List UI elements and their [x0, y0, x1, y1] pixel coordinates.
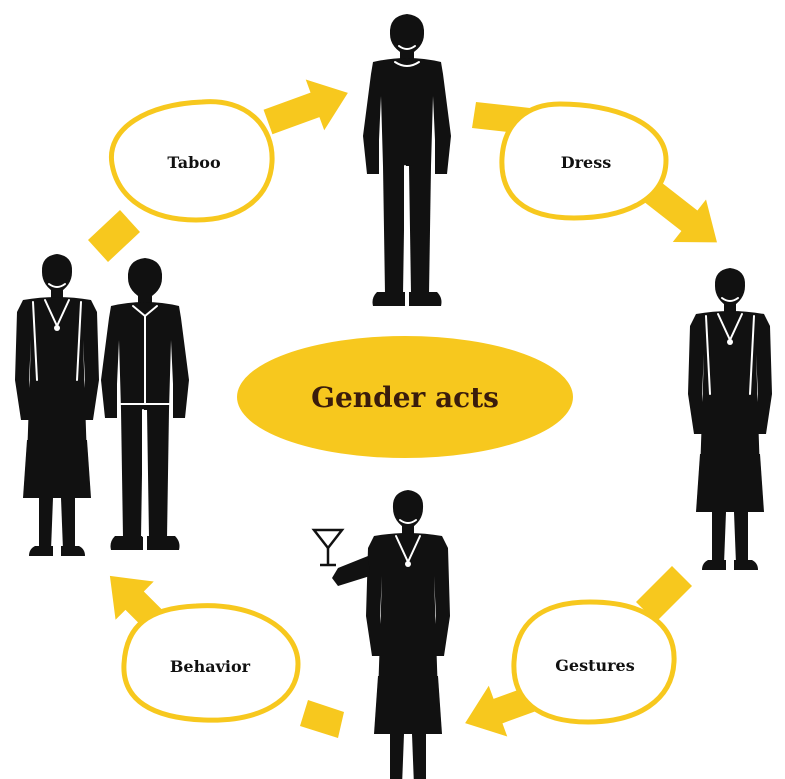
center-label: Gender acts [311, 381, 499, 414]
man-in-dress-figure [688, 268, 772, 570]
label-gestures: Gestures [555, 656, 635, 675]
bubble-gestures [511, 599, 677, 725]
arrow-figure-to-gestures [636, 566, 692, 622]
bubble-behavior [121, 603, 301, 723]
bubble-dress [499, 101, 669, 221]
step-dress: Dress [499, 101, 669, 221]
arrow-taboo-in [88, 210, 140, 262]
pair-man [101, 258, 189, 550]
man-and-man-in-dress-pair [15, 254, 189, 556]
man-figure [363, 14, 451, 306]
man-in-dress-with-cocktail-figure [332, 490, 450, 779]
pair-man-in-dress [15, 254, 99, 556]
center-ellipse [237, 336, 573, 458]
label-behavior: Behavior [170, 657, 251, 676]
label-dress: Dress [561, 153, 612, 172]
bubble-taboo [108, 99, 275, 223]
label-taboo: Taboo [167, 153, 221, 172]
step-taboo: Taboo [108, 99, 275, 223]
step-gestures: Gestures [511, 599, 677, 725]
cocktail-glass-icon [311, 528, 345, 567]
arrow-figure-to-behavior [300, 700, 344, 738]
step-behavior: Behavior [121, 603, 301, 723]
arrow-taboo-to-man [258, 67, 358, 148]
